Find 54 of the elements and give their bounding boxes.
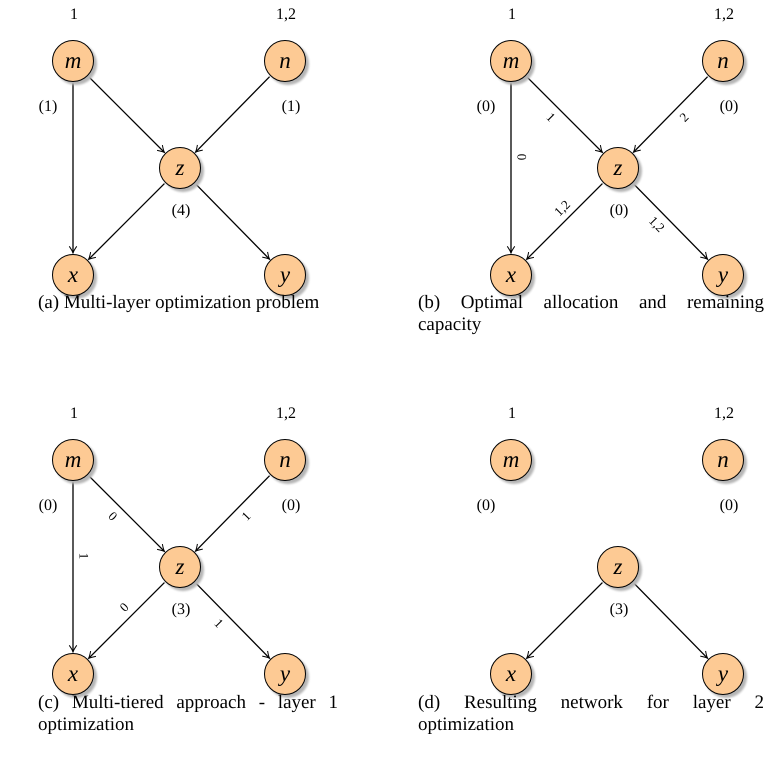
node-annotation: 1 bbox=[70, 7, 78, 23]
node-label: y bbox=[277, 263, 292, 286]
node-annotation: (3) bbox=[610, 602, 628, 618]
node-annotation: (0) bbox=[720, 498, 738, 514]
node-label: z bbox=[174, 156, 186, 180]
node-annotation: (0) bbox=[476, 99, 496, 115]
node-label: y bbox=[715, 662, 730, 686]
node-circle bbox=[264, 254, 306, 296]
edge-label: 0 bbox=[516, 153, 528, 162]
node-label: x bbox=[66, 263, 80, 286]
node-annotation: (0) bbox=[610, 203, 628, 219]
node-annotation: 1,2 bbox=[276, 406, 296, 422]
node-label: z bbox=[612, 555, 624, 578]
node-label: y bbox=[277, 662, 292, 686]
subfigure-caption: (d) Resulting network for layer 2 optimization bbox=[418, 692, 764, 736]
node-circle bbox=[52, 653, 94, 695]
node-annotation: 1,2 bbox=[276, 7, 296, 23]
node-label: n bbox=[716, 448, 730, 472]
node-label: m bbox=[64, 49, 82, 72]
node-annotation: 1 bbox=[70, 406, 78, 422]
node-annotation: 1 bbox=[508, 406, 516, 422]
node-annotation: 1 bbox=[508, 7, 516, 23]
node-annotation: (1) bbox=[38, 99, 58, 115]
node-circle bbox=[52, 254, 94, 296]
node-label: z bbox=[174, 555, 186, 578]
node-annotation: (4) bbox=[172, 203, 190, 219]
subfigure-caption: (c) Multi-tiered approach - layer 1 optimization bbox=[38, 692, 338, 736]
node-label: x bbox=[504, 263, 518, 286]
subfigure-caption: (a) Multi-layer optimization problem bbox=[38, 292, 320, 314]
node-label: n bbox=[278, 448, 292, 472]
node-label: m bbox=[64, 448, 82, 472]
node-label: m bbox=[502, 448, 520, 472]
node-label: n bbox=[716, 49, 730, 72]
node-annotation: (0) bbox=[476, 498, 496, 514]
node-label: y bbox=[715, 263, 730, 286]
subfigure-caption: (b) Optimal allocation and remaining capacity bbox=[418, 292, 764, 336]
node-annotation: (0) bbox=[720, 99, 738, 115]
node-annotation: 1,2 bbox=[714, 406, 734, 422]
node-annotation: (1) bbox=[282, 99, 300, 115]
node-circle bbox=[264, 653, 306, 695]
node-label: x bbox=[66, 662, 80, 686]
node-annotation: (0) bbox=[38, 498, 58, 514]
node-circle bbox=[490, 254, 532, 296]
node-label: z bbox=[612, 156, 624, 180]
node-circle bbox=[702, 254, 744, 296]
node-label: n bbox=[278, 49, 292, 72]
node-label: m bbox=[502, 49, 520, 72]
node-annotation: 1,2 bbox=[714, 7, 734, 23]
node-annotation: (3) bbox=[172, 602, 190, 618]
node-circle bbox=[490, 653, 532, 695]
edge-label: 1 bbox=[78, 552, 90, 561]
node-annotation: (0) bbox=[282, 498, 300, 514]
node-label: x bbox=[504, 662, 518, 686]
node-circle bbox=[702, 653, 744, 695]
